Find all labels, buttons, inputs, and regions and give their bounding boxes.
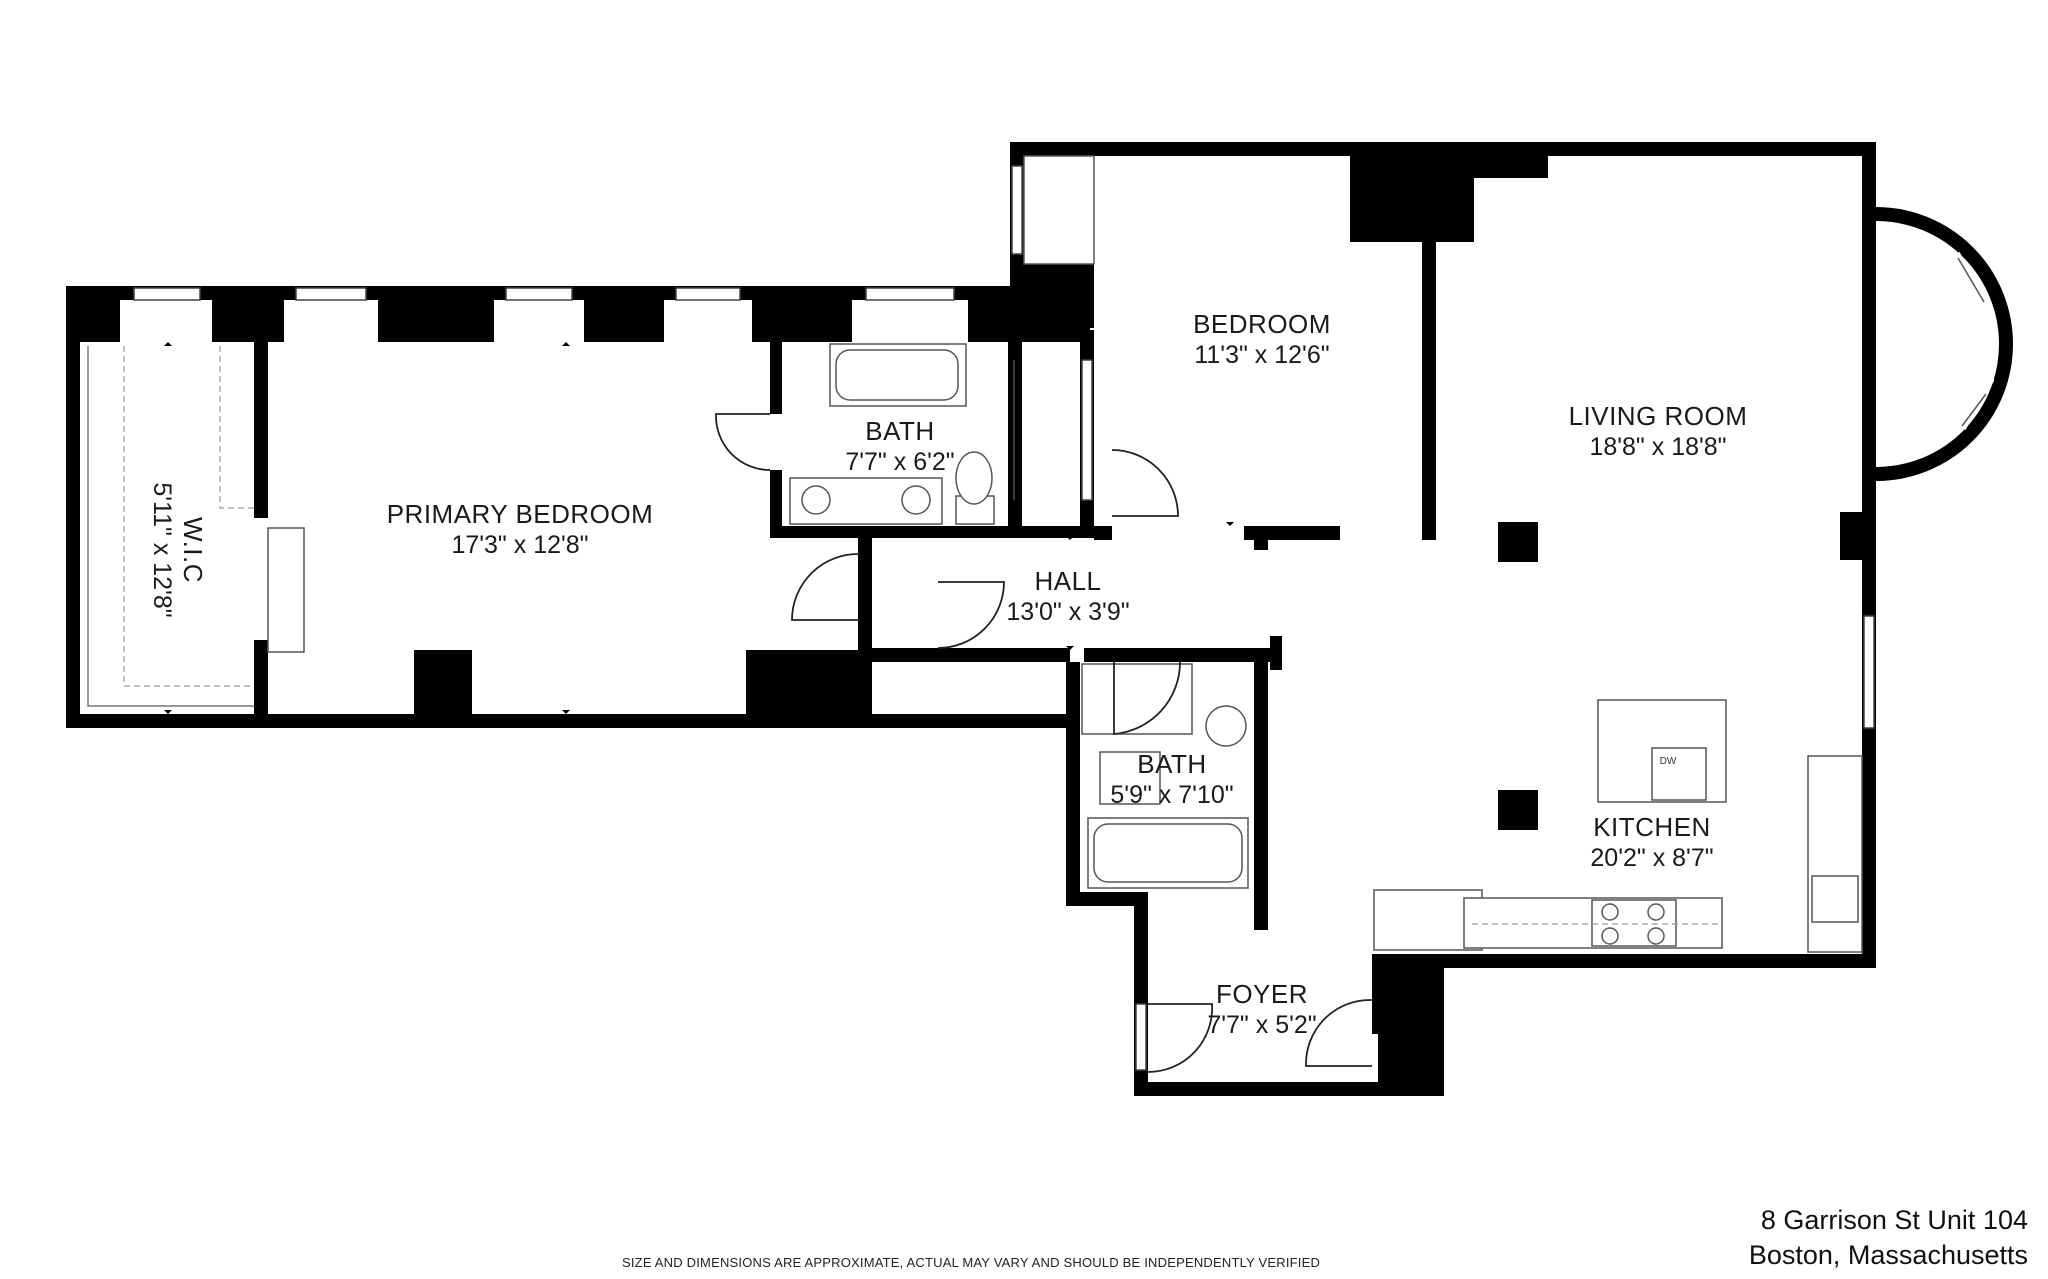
address-line2: Boston, Massachusetts — [1748, 1240, 2028, 1270]
walls — [66, 142, 1876, 1096]
bath2-name: BATH — [1137, 749, 1206, 779]
windows — [133, 165, 1875, 1071]
foyer-name: FOYER — [1216, 979, 1308, 1009]
bath1-dims: 7'7" x 6'2" — [845, 448, 954, 476]
wic-name: W.I.C — [178, 517, 208, 583]
bath1-name: BATH — [865, 416, 934, 446]
room-label-wic: W.I.C 5'11" x 12'8" — [148, 482, 208, 617]
wic-dims: 5'11" x 12'8" — [148, 482, 176, 617]
living-room-name: LIVING ROOM — [1569, 401, 1748, 431]
bedroom-dims: 11'3" x 12'6" — [1194, 341, 1329, 369]
fixtures — [87, 155, 1863, 953]
bay-window — [1875, 207, 2013, 481]
primary-bedroom-dims: 17'3" x 12'8" — [451, 531, 588, 559]
primary-bedroom-name: PRIMARY BEDROOM — [387, 499, 654, 529]
doors — [715, 360, 1373, 1073]
hall-dims: 13'0" x 3'9" — [1006, 598, 1129, 626]
foyer-dims: 7'7" x 5'2" — [1207, 1011, 1316, 1039]
living-room-dims: 18'8" x 18'8" — [1589, 433, 1726, 461]
kitchen-dims: 20'2" x 8'7" — [1590, 844, 1713, 872]
kitchen-name: KITCHEN — [1593, 812, 1711, 842]
address-line1: 8 Garrison St Unit 104 — [1760, 1205, 2028, 1235]
disclaimer-text: SIZE AND DIMENSIONS ARE APPROXIMATE, ACT… — [622, 1255, 1321, 1270]
dimension-ticks — [164, 152, 1648, 714]
dishwasher-label: DW — [1660, 756, 1677, 767]
bath2-dims: 5'9" x 7'10" — [1110, 781, 1233, 809]
bedroom-name: BEDROOM — [1193, 309, 1331, 339]
hall-name: HALL — [1034, 566, 1101, 596]
